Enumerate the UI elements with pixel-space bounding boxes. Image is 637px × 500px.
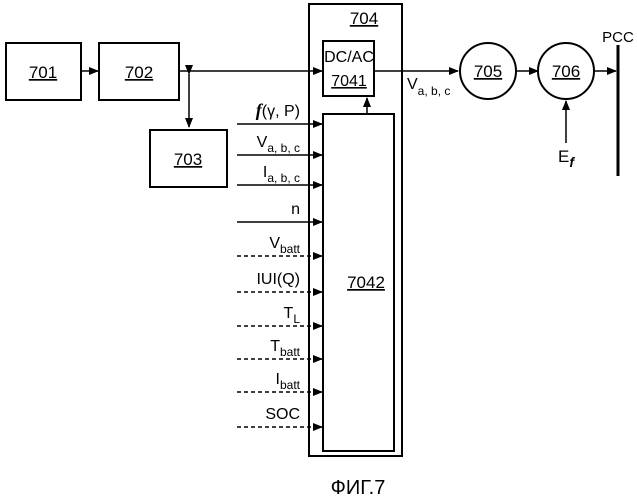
input-label-4: Vbatt bbox=[269, 235, 300, 256]
ef-label: Ef bbox=[558, 147, 575, 170]
input-label-2: Ia, b, c bbox=[263, 164, 300, 185]
block-7041-label: 7041 bbox=[331, 73, 367, 90]
block-7042-label: 7042 bbox=[347, 273, 385, 292]
input-label-0: f(γ, P) bbox=[256, 100, 300, 120]
block-706-label: 706 bbox=[552, 62, 580, 81]
input-label-8: Ibatt bbox=[276, 371, 301, 392]
input-label-9: SOC bbox=[265, 406, 300, 423]
input-label-1: Va, b, c bbox=[257, 134, 300, 155]
block-705-label: 705 bbox=[474, 62, 502, 81]
input-label-6: TL bbox=[284, 305, 301, 326]
pcc-label: PCC bbox=[602, 29, 634, 46]
input-label-3: n bbox=[291, 201, 300, 218]
output-voltage-label: Va, b, c bbox=[407, 76, 450, 98]
block-702-label: 702 bbox=[125, 63, 153, 82]
block-701-label: 701 bbox=[29, 63, 57, 82]
input-label-5: IUI(Q) bbox=[256, 271, 300, 288]
block-704-label: 704 bbox=[350, 9, 378, 28]
figure-caption: ФИГ.7 bbox=[331, 477, 386, 499]
block-7041-title: DC/AC bbox=[324, 49, 374, 66]
block-703-label: 703 bbox=[174, 150, 202, 169]
input-label-7: Tbatt bbox=[270, 338, 300, 359]
